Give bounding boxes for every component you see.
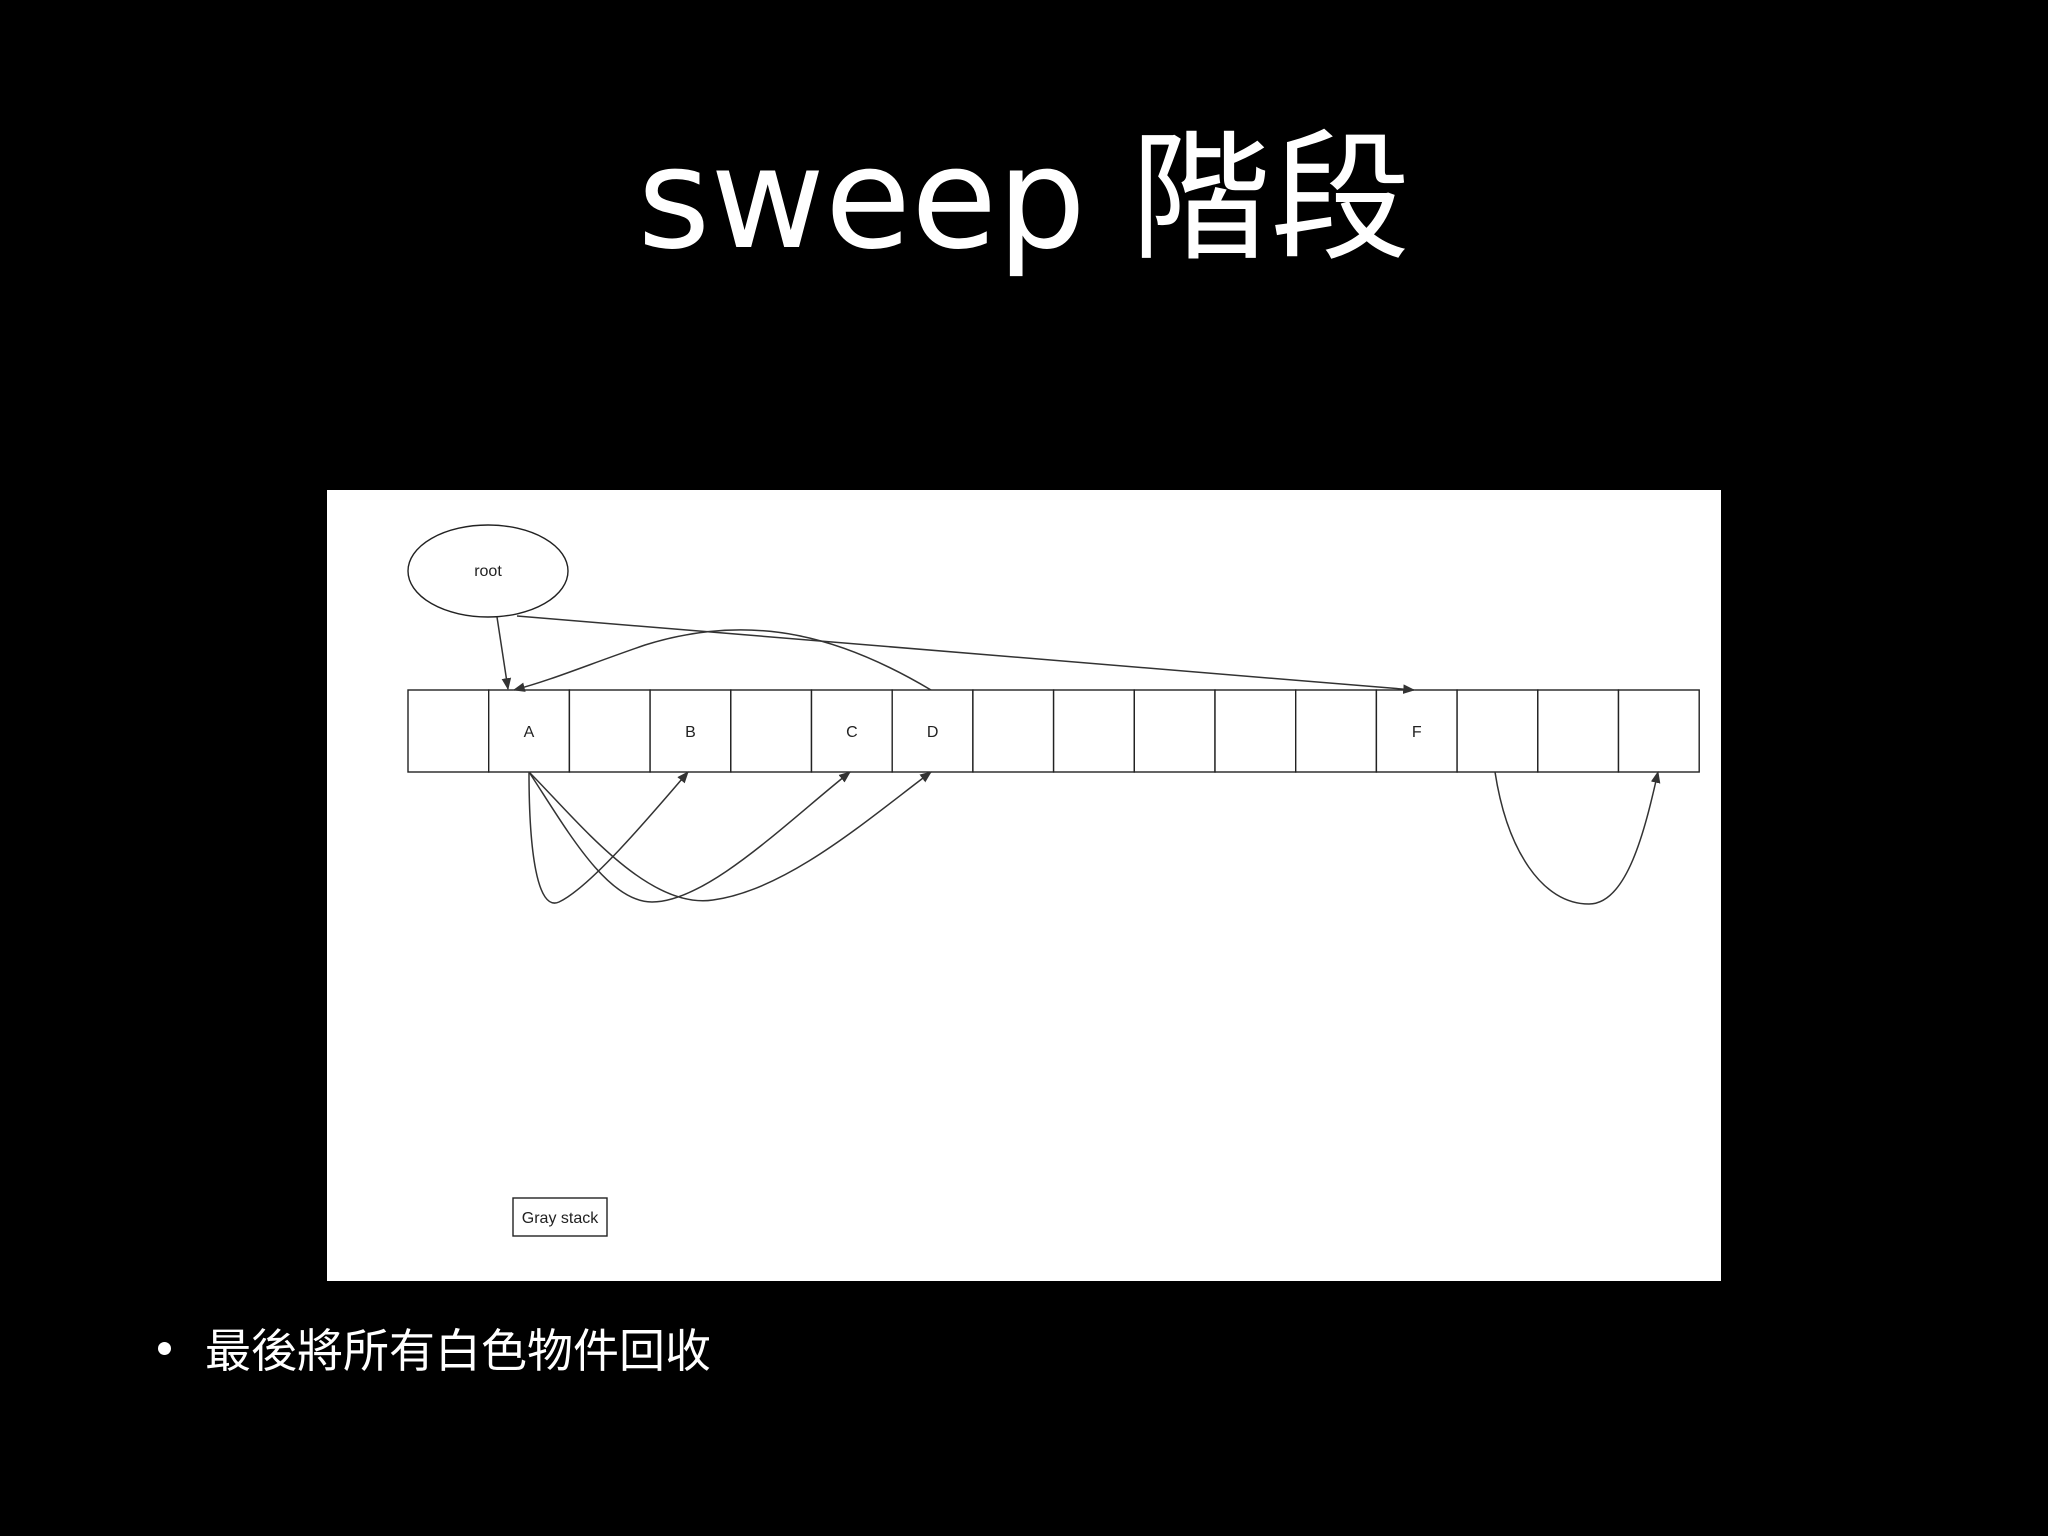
slide-title: sweep 階段 xyxy=(637,118,1411,281)
heap-cell: D xyxy=(891,689,974,773)
heap-cell-label: F xyxy=(1412,724,1422,741)
heap-cell: F xyxy=(1375,689,1458,773)
edge-a-to-d xyxy=(528,771,932,902)
heap-cell xyxy=(972,689,1055,773)
heap-cell: B xyxy=(649,689,732,773)
heap-cell-label: D xyxy=(927,724,939,741)
heap-cell xyxy=(1295,689,1378,773)
bullet-dot-icon xyxy=(158,1341,171,1355)
edge-root-to-f xyxy=(516,615,1416,694)
bullet-item: 最後將所有白色物件回收 xyxy=(158,1316,711,1380)
diagram-figure: root A B C D F xyxy=(327,490,1721,1281)
heap-cell xyxy=(568,689,651,773)
heap-cell xyxy=(407,689,490,773)
edge-a-to-b xyxy=(528,771,689,904)
heap-cell xyxy=(1537,689,1620,773)
edge-a-to-c xyxy=(528,771,851,903)
heap-cell-label: A xyxy=(524,724,535,741)
gray-stack-label: Gray stack xyxy=(522,1210,599,1227)
heap-diagram: root A B C D F xyxy=(407,524,1700,1237)
bullet-text: 最後將所有白色物件回收 xyxy=(205,1324,711,1378)
root-node: root xyxy=(407,524,569,618)
heap-cell xyxy=(730,689,813,773)
root-label: root xyxy=(474,563,502,580)
heap-cell: A xyxy=(487,689,571,773)
heap-cell xyxy=(1214,689,1297,773)
edge-root-to-a xyxy=(496,616,512,691)
heap-cell-label: C xyxy=(846,724,858,741)
heap-cell: C xyxy=(810,689,893,773)
edge-cell14-to-cell16 xyxy=(1494,770,1661,905)
edge-d-to-a xyxy=(512,629,932,692)
heap-cell xyxy=(1133,689,1216,773)
heap-cell xyxy=(1617,689,1700,773)
heap-cell xyxy=(1052,689,1135,773)
edges xyxy=(496,615,1661,905)
heap-cell-label: B xyxy=(685,724,696,741)
gray-stack: Gray stack xyxy=(512,1197,608,1237)
heap-cell xyxy=(1456,689,1539,773)
